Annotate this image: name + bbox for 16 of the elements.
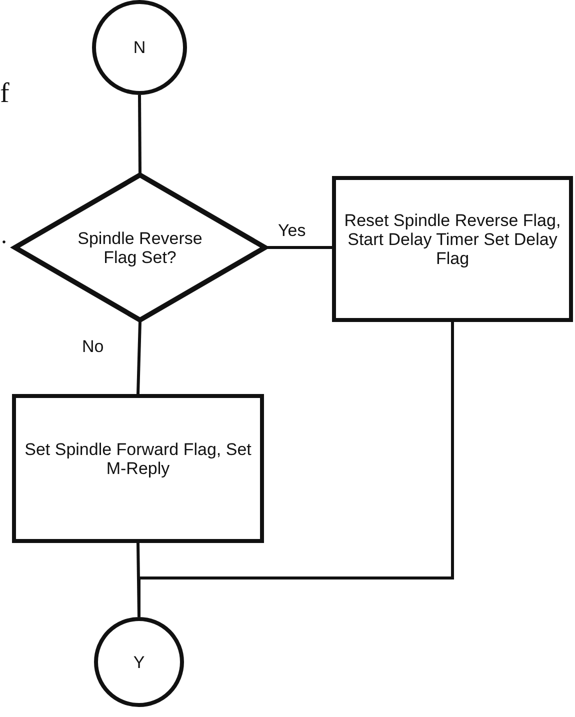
node-text: Reset Spindle Reverse Flag, Start Delay Timer Set Delay Flag: [343, 210, 562, 268]
connector-line: [136, 322, 142, 394]
node-text: Spindle Reverse Flag Set?: [76, 228, 204, 266]
decision-diamond: [13, 173, 267, 322]
text-fragment: .: [1, 224, 7, 248]
connector-circle: [92, 0, 187, 95]
connector-line: [267, 246, 332, 249]
connector-circle: [94, 617, 184, 707]
node-text: Set Spindle Forward Flag, Set M-Reply: [24, 440, 252, 478]
node-text: N: [133, 38, 146, 57]
connector-line: [138, 322, 454, 617]
process-box: [12, 394, 264, 543]
connector-line: [138, 94, 142, 174]
node-text: Y: [133, 652, 145, 672]
process-box: [332, 176, 573, 322]
text-fragment: f: [0, 80, 10, 108]
